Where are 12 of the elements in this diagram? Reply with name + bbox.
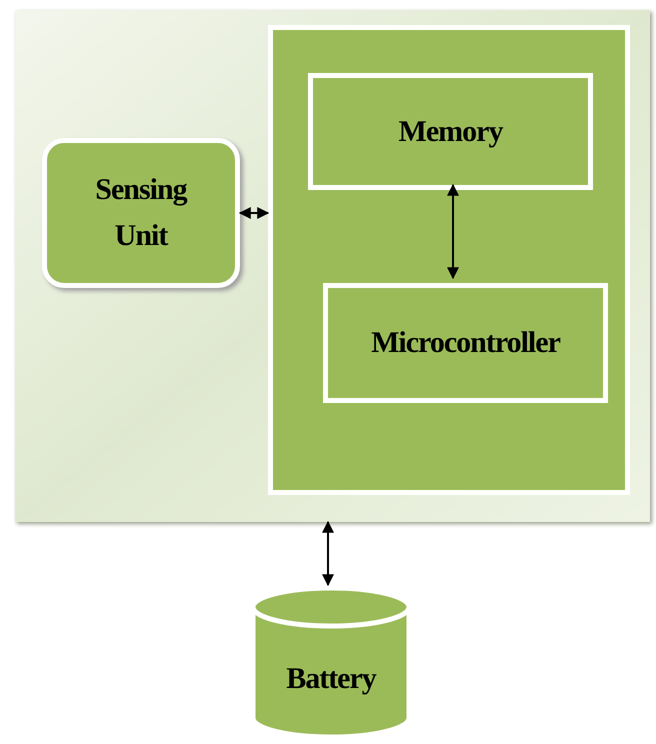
processing-panel: [268, 25, 630, 495]
node-label: Microcontroller: [371, 325, 560, 361]
node-label: Memory: [398, 114, 502, 150]
double-arrow: [238, 207, 270, 219]
double-arrow: [447, 184, 459, 280]
controller-box: [323, 283, 608, 403]
memory-box: [308, 73, 593, 190]
board-panel: [15, 10, 650, 522]
node-label: Battery: [286, 660, 376, 696]
node-label: Sensing Unit: [94, 172, 188, 254]
double-arrow: [322, 520, 334, 586]
sensing-box: [42, 138, 240, 288]
